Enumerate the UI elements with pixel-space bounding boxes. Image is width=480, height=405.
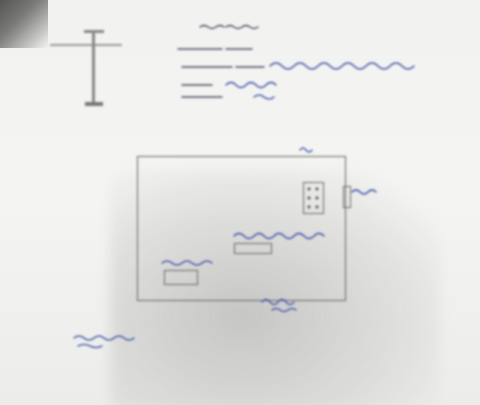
side-connector-component (343, 186, 351, 208)
header-pins-icon (307, 187, 319, 209)
antenna-base (85, 102, 103, 106)
antenna-crossbar (50, 44, 122, 46)
antenna-mast (92, 30, 95, 106)
header-block-component (303, 182, 324, 214)
left-component (164, 270, 198, 285)
board-outline (137, 156, 346, 301)
middle-component (234, 243, 272, 254)
table-corner-shadow (0, 0, 48, 48)
photographer-shadow (110, 170, 440, 405)
